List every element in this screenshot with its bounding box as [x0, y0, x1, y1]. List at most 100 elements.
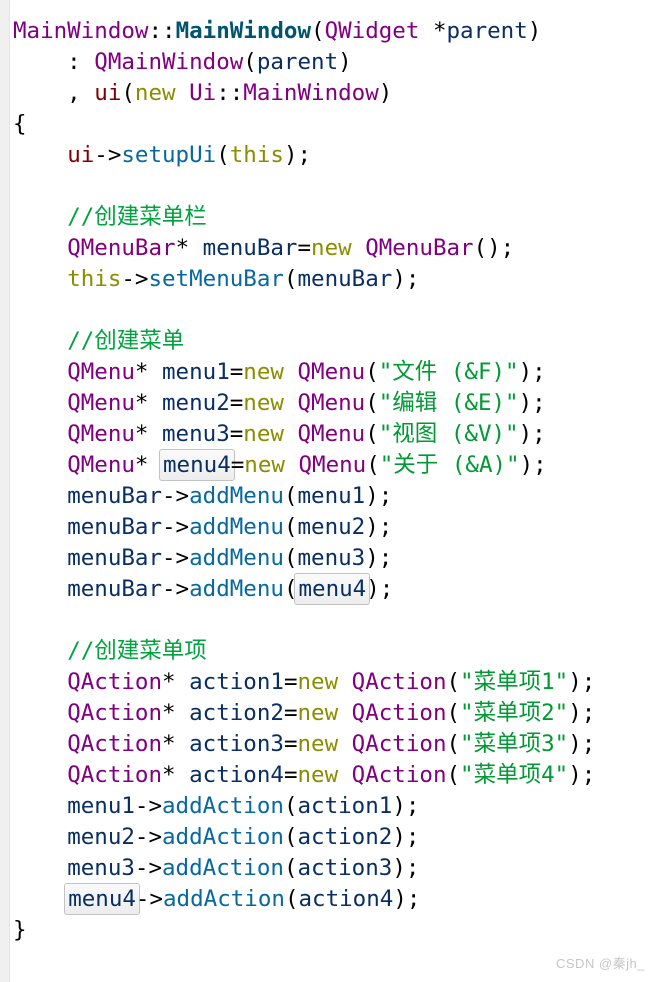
code-token: //创建菜单 [67, 328, 185, 354]
code-line[interactable]: menuBar->addMenu(menu4); [13, 573, 651, 605]
code-line[interactable]: { [13, 109, 651, 140]
code-token [13, 142, 67, 168]
code-token: -> [134, 855, 163, 881]
code-line[interactable]: menu1->addAction(action1); [13, 791, 651, 822]
code-token [352, 235, 366, 261]
code-token: menu3 [297, 545, 366, 571]
code-token: addAction [162, 855, 284, 881]
code-token: QMenu [297, 359, 366, 385]
code-token: ( [283, 483, 298, 509]
code-line[interactable]: , ui(new Ui::MainWindow) [13, 78, 651, 109]
code-line[interactable] [13, 295, 651, 326]
code-token: -> [162, 545, 190, 571]
code-token: parent [256, 49, 339, 75]
code-token: //创建菜单栏 [67, 204, 207, 230]
code-token: action2 [189, 700, 284, 726]
code-token: "菜单项4" [460, 762, 569, 788]
code-token: MainWindow [175, 18, 312, 44]
code-line[interactable]: MainWindow::MainWindow(QWidget *parent) [13, 16, 651, 47]
code-token: * [162, 669, 190, 695]
code-token [13, 390, 67, 416]
code-token: ); [568, 762, 596, 788]
code-token: ( [283, 576, 298, 602]
code-token: menu3 [162, 421, 230, 447]
code-token: ); [568, 731, 596, 757]
code-line[interactable]: //创建菜单栏 [13, 202, 651, 233]
code-token: QAction [351, 700, 447, 726]
code-token: setMenuBar [148, 266, 284, 292]
code-token: :: [148, 18, 176, 44]
code-area[interactable]: MainWindow::MainWindow(QWidget *parent) … [10, 16, 651, 946]
code-line[interactable]: QAction* action3=new QAction("菜单项3"); [13, 729, 651, 760]
code-line[interactable]: QMenuBar* menuBar=new QMenuBar(); [13, 233, 651, 264]
code-line[interactable]: menu2->addAction(action2); [13, 822, 651, 853]
code-token: ); [392, 793, 420, 819]
code-token: ) [378, 80, 393, 106]
csdn-watermark: CSDN @秦jh_ [556, 956, 645, 971]
code-token: QAction [67, 700, 163, 726]
code-token: menu2 [162, 390, 230, 416]
code-token: menu1 [297, 483, 366, 509]
code-token: ( [216, 142, 230, 168]
code-token: { [13, 111, 27, 137]
code-token: menu2 [297, 514, 366, 540]
code-token: menu3 [67, 855, 135, 881]
code-token: action3 [189, 731, 284, 757]
code-token: = [283, 700, 298, 726]
code-token: addMenu [189, 483, 284, 509]
code-line[interactable]: QMenu* menu4=new QMenu("关于 (&A)"); [13, 449, 651, 481]
code-token: ui [94, 80, 122, 106]
code-line[interactable]: QAction* action1=new QAction("菜单项1"); [13, 667, 651, 698]
symbol-occurrence-highlight: menu4 [64, 883, 140, 915]
code-token: ); [518, 390, 546, 416]
code-token [13, 514, 67, 540]
code-line[interactable]: } [13, 915, 651, 946]
code-token: ( [446, 762, 461, 788]
code-token: menuBar [67, 545, 163, 571]
code-token: QMenu [67, 421, 135, 447]
code-line[interactable]: menu4->addAction(action4); [13, 883, 651, 915]
code-token: QMainWindow [94, 49, 244, 75]
code-line[interactable]: QMenu* menu2=new QMenu("编辑 (&E)"); [13, 388, 651, 419]
code-token: ); [568, 700, 596, 726]
code-line[interactable]: ui->setupUi(this); [13, 140, 651, 171]
code-line[interactable]: menuBar->addMenu(menu3); [13, 543, 651, 574]
code-token: QMenuBar [67, 235, 176, 261]
code-token: Ui [189, 80, 217, 106]
code-token: (); [473, 235, 515, 261]
code-line[interactable]: menu3->addAction(action3); [13, 853, 651, 884]
code-token: "关于 (&A)" [379, 452, 520, 478]
code-line[interactable]: //创建菜单项 [13, 636, 651, 667]
code-token: QAction [351, 669, 447, 695]
code-token [13, 204, 67, 230]
code-token: * [419, 18, 447, 44]
code-line[interactable]: menuBar->addMenu(menu1); [13, 481, 651, 512]
code-line[interactable]: QMenu* menu1=new QMenu("文件 (&F)"); [13, 357, 651, 388]
code-token: QAction [67, 762, 163, 788]
code-line[interactable] [13, 171, 651, 202]
code-token: ( [446, 669, 461, 695]
code-line[interactable]: QAction* action2=new QAction("菜单项2"); [13, 698, 651, 729]
code-token: , [13, 80, 95, 106]
code-token: "菜单项3" [460, 731, 569, 757]
code-token [13, 359, 67, 385]
code-line[interactable]: : QMainWindow(parent) [13, 47, 651, 78]
code-line[interactable]: QAction* action4=new QAction("菜单项4"); [13, 760, 651, 791]
symbol-occurrence-highlight: menu4 [294, 573, 371, 605]
code-token: new [243, 390, 284, 416]
code-token: QMenu [297, 390, 366, 416]
code-token: menuBar [202, 235, 298, 261]
code-token: = [283, 669, 298, 695]
code-line[interactable]: menuBar->addMenu(menu2); [13, 512, 651, 543]
code-token: ( [446, 731, 461, 757]
code-token: QWidget [324, 18, 420, 44]
code-line[interactable]: this->setMenuBar(menuBar); [13, 264, 651, 295]
code-line[interactable] [13, 605, 651, 636]
code-token: this [229, 142, 284, 168]
code-token [13, 669, 67, 695]
code-line[interactable]: //创建菜单 [13, 326, 651, 357]
code-token [13, 793, 67, 819]
code-line[interactable]: QMenu* menu3=new QMenu("视图 (&V)"); [13, 419, 651, 450]
code-token: new [297, 700, 339, 726]
